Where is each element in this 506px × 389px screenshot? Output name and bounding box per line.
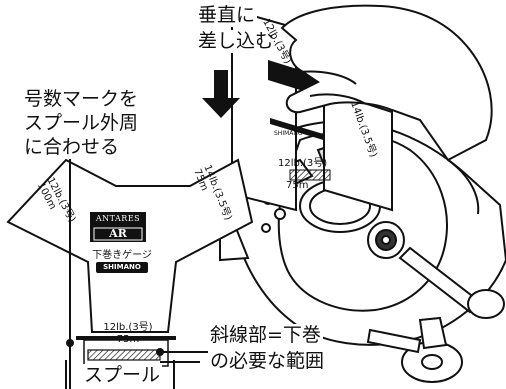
gauge-logo-block	[90, 212, 146, 242]
spool-label: スプール	[82, 364, 163, 387]
callout-align-line3: に合わせる	[22, 136, 122, 159]
inserted-gauge-card	[231, 8, 393, 212]
gauge-maker: SHIMANO	[103, 263, 141, 271]
pointer-lines	[65, 109, 200, 389]
handle-knob-stem	[418, 316, 448, 350]
callout-align-line1: 号数マークを	[22, 88, 141, 111]
insert-direction-arrow	[202, 70, 240, 118]
handle-knob-upper	[467, 289, 505, 319]
callout-hatched-line1: 斜線部=下巻	[208, 324, 323, 347]
inserted-card-hatch	[289, 169, 331, 181]
callout-insert-line1: 垂直に	[196, 4, 258, 27]
gauge-mark-bottom-length: 75m	[116, 334, 140, 345]
pointer-dot-right	[156, 348, 164, 356]
gauge-hatched-area	[87, 349, 161, 361]
gauge-brand: ANTARES	[95, 214, 141, 223]
hand-illustration	[280, 4, 493, 215]
callout-hatched-line2: の必要な範囲	[208, 350, 327, 373]
callout-align-line2: スプール外周	[22, 112, 141, 135]
callout-insert-line2: 差し込む	[196, 30, 277, 53]
inserted-maker: SHIMANO	[274, 130, 303, 137]
gauge-title: 下巻きゲージ	[92, 250, 152, 261]
inserted-mark-bottom-length: 75m	[286, 180, 309, 191]
inserted-mark-bottom: 12lb.(3号)	[278, 158, 328, 169]
gauge-maker-pill	[96, 262, 148, 273]
pointer-dot-left	[66, 339, 74, 347]
gauge-model: AR	[109, 227, 127, 240]
gauge-mark-bottom: 12lb.(3号)	[103, 322, 153, 333]
